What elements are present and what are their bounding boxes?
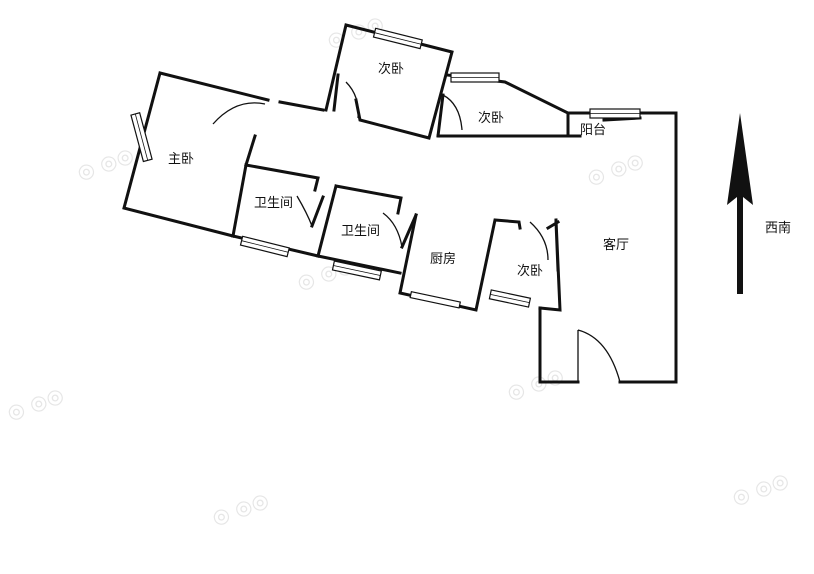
room-label-balcony: 阳台 (580, 123, 606, 138)
room-label-living-room: 客厅 (603, 237, 629, 253)
door-swing-bathroom-2 (382, 212, 403, 248)
direction-label: 西南 (765, 220, 791, 236)
door-swing-second-right (442, 94, 463, 131)
window-kitchen (409, 290, 462, 309)
second-bedroom-top-wall (324, 23, 454, 140)
watermark-logo: ◎ ◎◎ (584, 147, 647, 190)
walls (122, 23, 678, 384)
doors (212, 81, 621, 383)
compass: 西南 (727, 113, 791, 294)
window-master (130, 112, 153, 163)
room-labels: 主卧 次卧 次卧 阳台 卫生间 卫生间 厨房 次卧 客厅 (168, 61, 629, 279)
door-swing-bathroom-1 (296, 195, 313, 227)
windows (130, 27, 641, 309)
bathroom-1-wall (231, 163, 325, 238)
window-balcony (589, 108, 641, 119)
room-label-second-bedroom-top: 次卧 (378, 61, 404, 77)
watermark-logo: ◎ ◎◎ (209, 487, 272, 530)
room-label-second-bedroom-right: 次卧 (478, 110, 504, 126)
north-arrow-icon (727, 113, 753, 294)
door-swing-master (212, 102, 266, 125)
second-bedroom-right-wall (436, 73, 570, 138)
watermark-logo: ◎ ◎◎ (4, 382, 67, 425)
window-bathroom-1 (239, 235, 290, 258)
watermark-logo: ◎ ◎◎ (74, 142, 137, 185)
window-second-bottom (488, 289, 532, 308)
room-label-second-bedroom-bottom: 次卧 (517, 263, 543, 279)
door-swing-second-top (345, 81, 359, 119)
second-bedroom-bottom-wall (538, 218, 562, 312)
watermark-logo: ◎ ◎◎ (729, 467, 792, 510)
living-room-wall (538, 134, 678, 384)
room-label-master-bedroom: 主卧 (168, 152, 194, 167)
watermark-group: ◎ ◎◎ ◎ ◎◎ ◎ ◎◎ ◎ ◎◎ ◎ ◎◎ ◎ ◎◎ ◎ ◎◎ ◎ ◎◎ (4, 10, 792, 530)
room-label-bathroom-1: 卫生间 (254, 196, 293, 211)
master-bedroom-wall (122, 71, 325, 238)
window-top (372, 27, 423, 50)
room-label-kitchen: 厨房 (430, 251, 456, 267)
room-label-bathroom-2: 卫生间 (341, 224, 380, 239)
door-swing-entrance (577, 329, 621, 383)
window-top-right (450, 72, 500, 83)
door-swing-second-bottom (529, 221, 549, 261)
window-bathroom-2 (331, 260, 383, 281)
